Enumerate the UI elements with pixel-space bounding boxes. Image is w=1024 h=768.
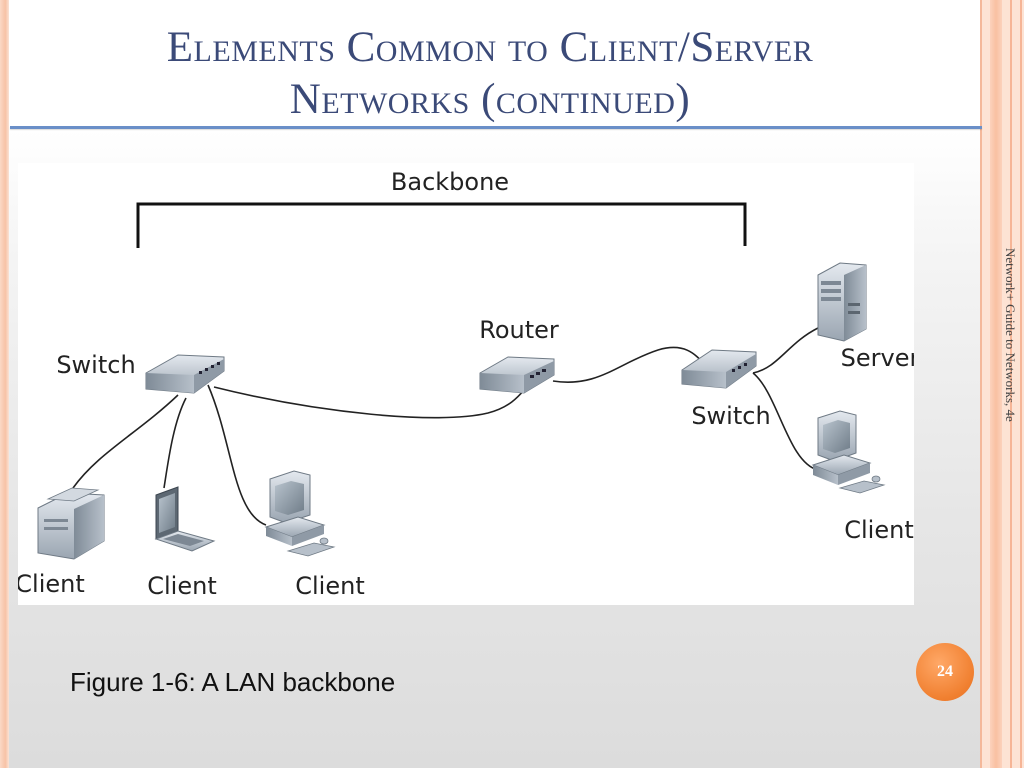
switch-right-label: Switch — [691, 402, 770, 430]
desktop-icon — [811, 410, 886, 494]
page-number-badge: 24 — [916, 643, 974, 701]
server-label: Server — [841, 344, 914, 372]
right-accent-band-inner — [990, 0, 1002, 768]
server-icon — [817, 262, 867, 342]
switch-icon — [681, 349, 757, 389]
lan-backbone-figure: Backbone Switch — [18, 163, 914, 605]
slide-title: Elements Common to Client/Server Network… — [20, 22, 960, 126]
slide-title-line-2: Networks (continued) — [289, 76, 691, 123]
client-right-label: Client — [844, 516, 913, 544]
page-number: 24 — [937, 663, 953, 680]
client-1-label: Client — [18, 570, 85, 598]
client-2-label: Client — [147, 572, 216, 600]
switch-left-label: Switch — [56, 351, 135, 379]
desktop-icon — [264, 470, 336, 557]
cable-router-switch — [552, 346, 709, 383]
lan-backbone-diagram: Backbone Switch — [18, 168, 914, 600]
right-accent-line — [1010, 0, 1012, 768]
laptop-icon — [154, 486, 216, 552]
left-accent-stripe — [0, 0, 9, 768]
right-accent-line — [1020, 0, 1022, 768]
router-label: Router — [479, 316, 559, 344]
router-icon — [479, 356, 555, 394]
right-accent-band — [980, 0, 1024, 768]
switch-icon — [145, 354, 225, 394]
side-footer-label: Network+ Guide to Networks, 4e — [1003, 248, 1018, 422]
backbone-label: Backbone — [391, 168, 509, 196]
figure-caption: Figure 1-6: A LAN backbone — [70, 667, 396, 697]
cable-switch-server — [752, 327, 819, 374]
printer-icon — [37, 487, 105, 560]
backbone-bracket — [136, 202, 747, 248]
client-3-label: Client — [295, 572, 364, 600]
cable-switch-router — [213, 380, 534, 419]
slide-title-line-1: Elements Common to Client/Server — [166, 24, 814, 71]
cable-switch-client-1 — [72, 394, 179, 489]
cable-switch-client-2 — [163, 397, 187, 489]
cable-switch-client-3 — [207, 384, 267, 526]
title-divider — [10, 126, 982, 129]
